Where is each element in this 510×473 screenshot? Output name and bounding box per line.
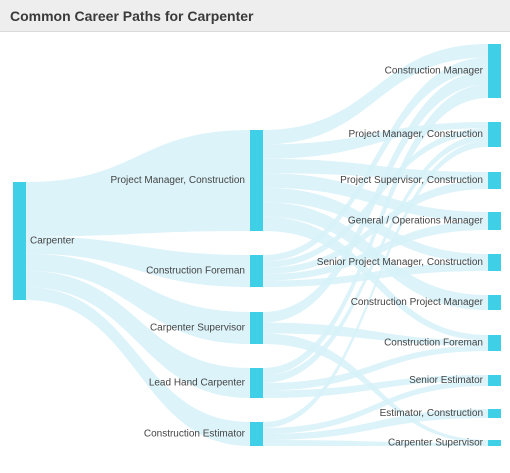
node-source[interactable]	[13, 182, 26, 300]
link-source-to-level1	[26, 270, 250, 398]
node-level1[interactable]	[250, 255, 263, 287]
node-level1[interactable]	[250, 368, 263, 398]
node-label: Estimator, Construction	[380, 408, 483, 419]
node-label: Senior Project Manager, Construction	[317, 257, 483, 268]
node-label: Construction Project Manager	[351, 297, 484, 308]
node-label: Project Manager, Construction	[110, 175, 245, 186]
node-label: Project Supervisor, Construction	[340, 175, 483, 186]
link-level1-to-level2	[263, 44, 488, 145]
node-level1[interactable]	[250, 312, 263, 344]
link-level1-to-level2	[263, 134, 488, 383]
node-level2[interactable]	[488, 409, 501, 418]
node-level2[interactable]	[488, 375, 501, 386]
node-label: Construction Estimator	[144, 429, 246, 440]
link-source-to-level1	[26, 287, 250, 446]
node-level2[interactable]	[488, 212, 501, 230]
link-source-to-level1	[26, 253, 250, 344]
link-source-to-level1	[26, 130, 250, 237]
link-level1-to-level2	[263, 221, 488, 281]
node-level2[interactable]	[488, 44, 501, 98]
node-level2[interactable]	[488, 122, 501, 147]
node-level2[interactable]	[488, 172, 501, 189]
link-level1-to-level2	[263, 122, 488, 159]
link-level1-to-level2	[263, 409, 488, 440]
link-level1-to-level2	[263, 262, 488, 287]
node-label: Carpenter Supervisor	[388, 438, 484, 449]
node-label: Lead Hand Carpenter	[149, 378, 246, 389]
link-source-to-level1	[26, 236, 250, 287]
link-level1-to-level2	[263, 322, 488, 346]
link-level1-to-level2	[263, 380, 488, 434]
node-label: General / Operations Manager	[348, 216, 484, 227]
node-label: Construction Foreman	[146, 266, 245, 277]
sankey-links	[26, 44, 488, 446]
link-level1-to-level2	[263, 140, 488, 428]
node-label: Carpenter Supervisor	[150, 323, 246, 334]
node-level1[interactable]	[250, 130, 263, 231]
link-level1-to-level2	[263, 440, 488, 446]
node-label: Project Manager, Construction	[348, 129, 483, 140]
page-title: Common Career Paths for Carpenter	[10, 8, 254, 24]
node-level2[interactable]	[488, 254, 501, 271]
node-label: Construction Manager	[385, 66, 484, 77]
node-level2[interactable]	[488, 295, 501, 310]
page-header: Common Career Paths for Carpenter	[0, 0, 510, 32]
link-level1-to-level2	[263, 71, 488, 323]
node-level1[interactable]	[250, 422, 263, 446]
sankey-nodes	[13, 44, 501, 446]
node-label: Carpenter	[30, 236, 75, 247]
node-level2[interactable]	[488, 335, 501, 351]
node-label: Senior Estimator	[409, 375, 484, 386]
node-label: Construction Foreman	[384, 338, 483, 349]
link-level1-to-level2	[263, 345, 488, 391]
link-level1-to-level2	[263, 57, 488, 262]
link-level1-to-level2	[263, 84, 488, 376]
node-level2[interactable]	[488, 440, 501, 446]
